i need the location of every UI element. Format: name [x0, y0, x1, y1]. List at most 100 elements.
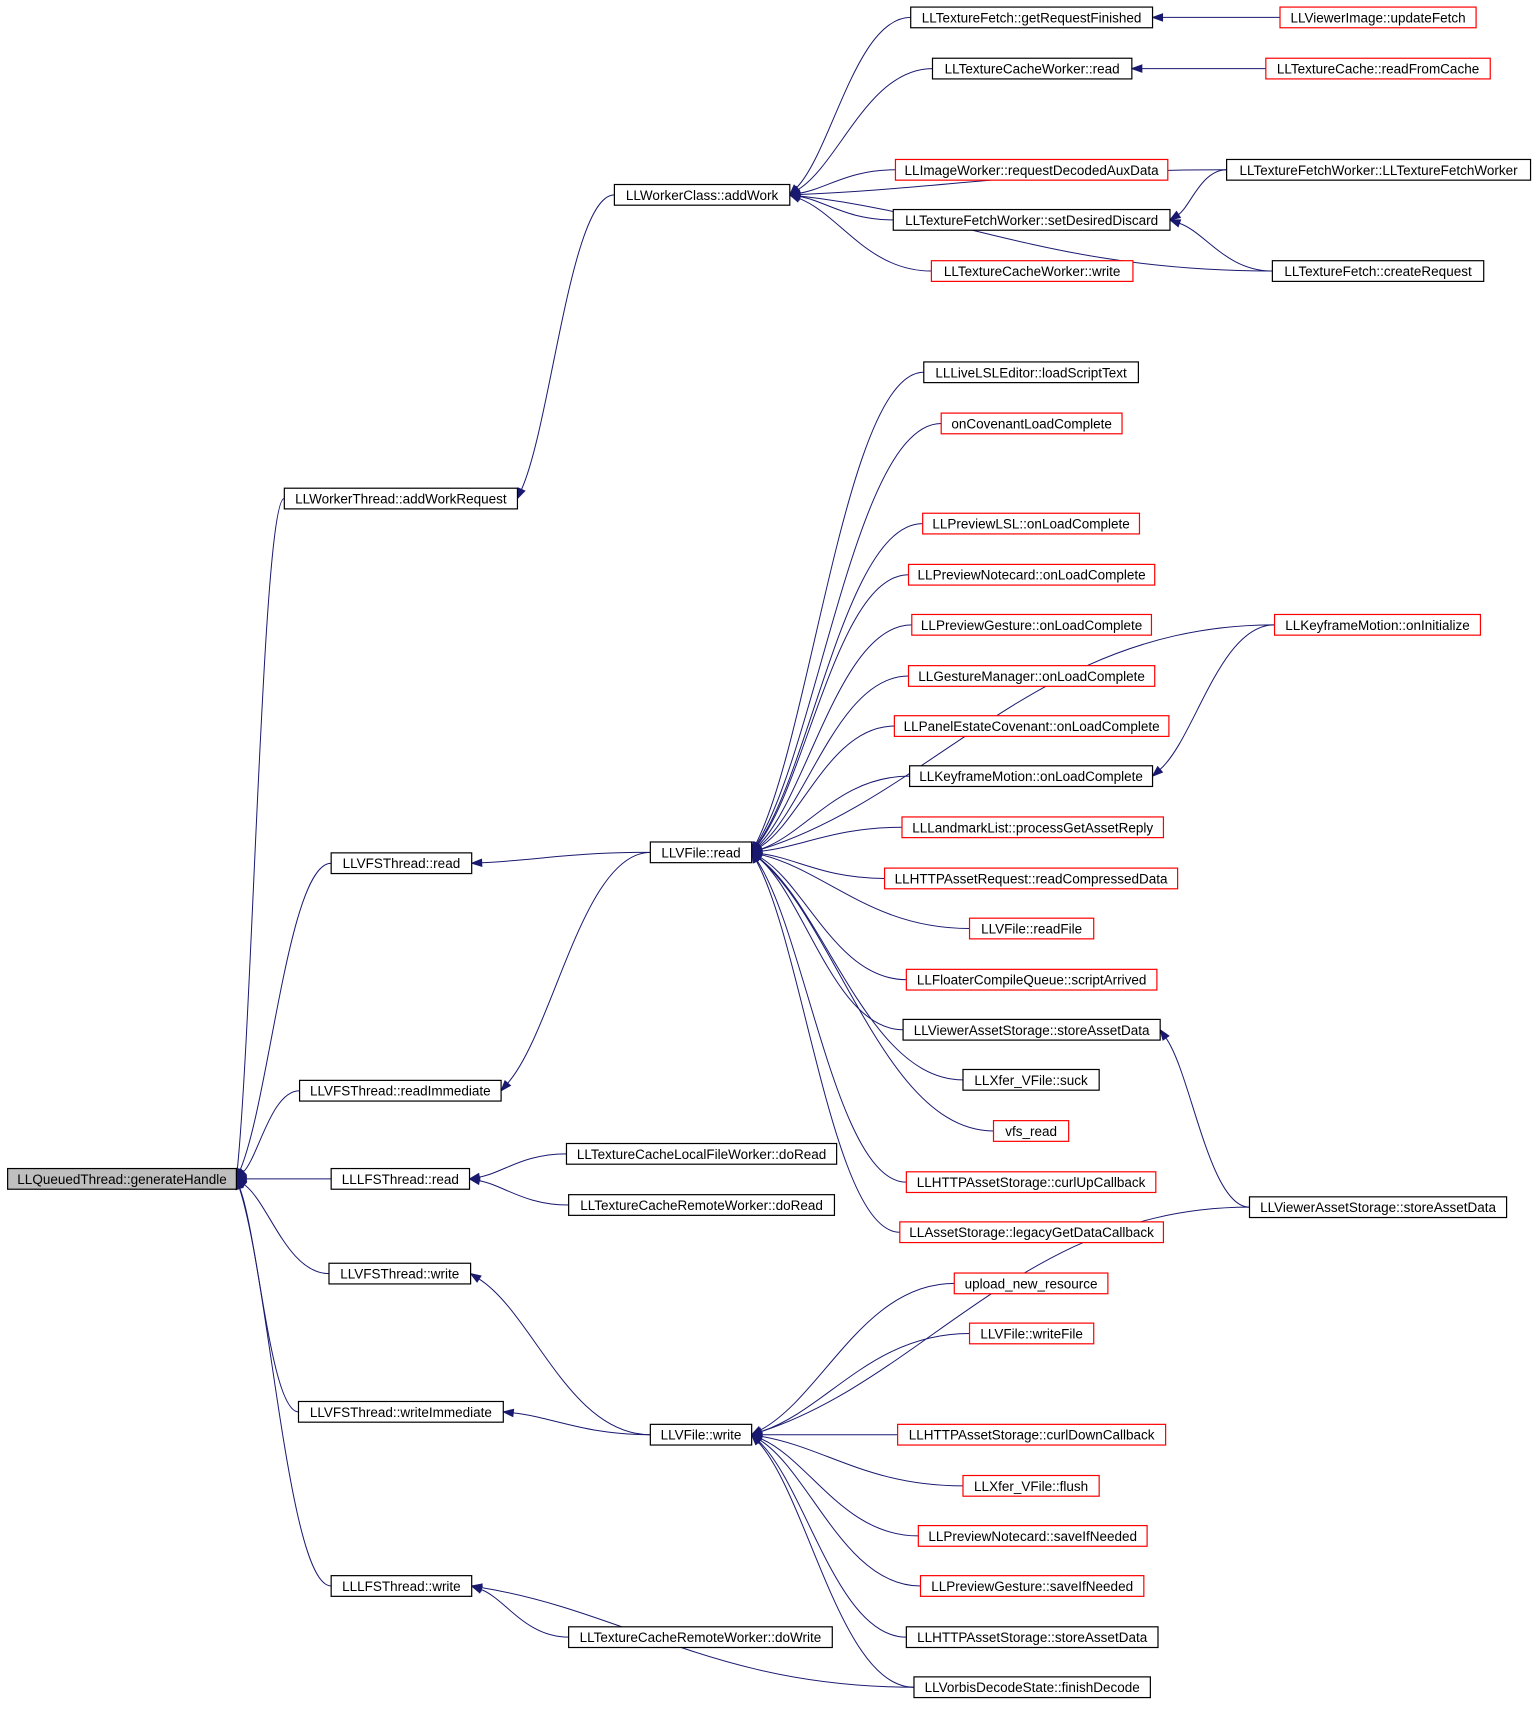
node-prevnote-saveifneeded[interactable]: LLPreviewNotecard::saveIfNeeded [917, 1524, 1148, 1547]
node-upload-new-resource[interactable]: upload_new_resource [953, 1272, 1109, 1295]
edge-tcrw-dowrite-to-lfsthread-write [470, 1585, 569, 1638]
node-box [905, 1626, 1159, 1649]
node-label: vfs_read [1005, 1124, 1057, 1139]
node-tcw-read[interactable]: LLTextureCacheWorker::read [931, 57, 1133, 80]
node-wc-addwork[interactable]: LLWorkerClass::addWork [613, 183, 791, 206]
node-prevnote-onloadcomplete[interactable]: LLPreviewNotecard::onLoadComplete [907, 563, 1156, 586]
node-tfw-setdesireddiscard[interactable]: LLTextureFetchWorker::setDesiredDiscard [892, 208, 1171, 231]
node-label: LLTextureFetchWorker::LLTextureFetchWork… [1240, 163, 1519, 178]
node-vfile-write[interactable]: LLVFile::write [649, 1423, 753, 1446]
node-vfsthread-writeimmediate[interactable]: LLVFSThread::writeImmediate [297, 1400, 504, 1423]
node-vfsthread-write[interactable]: LLVFSThread::write [328, 1262, 472, 1285]
edge-arrowhead [1130, 64, 1143, 73]
node-box [931, 57, 1133, 80]
edge-arrowhead [470, 1583, 483, 1592]
edge-vfile-write-to-vfsthread-write [469, 1272, 651, 1436]
edge-line [244, 1184, 329, 1275]
edge-vas-storeassetdata-1-to-vfile-read [750, 851, 904, 1031]
edge-tfw-ctor-to-tfw-setdesireddiscard [1168, 169, 1227, 221]
edge-arrowhead [788, 191, 801, 201]
node-tc-readfromcache[interactable]: LLTextureCache::readFromCache [1265, 57, 1491, 80]
node-vorbis-finishdecode[interactable]: LLVorbisDecodeState::finishDecode [913, 1676, 1151, 1699]
node-vas-storeassetdata-2[interactable]: LLViewerAssetStorage::storeAssetData [1248, 1196, 1508, 1219]
edge-line [797, 68, 933, 190]
node-httpstor-curlupcallback[interactable]: LLHTTPAssetStorage::curlUpCallback [905, 1171, 1157, 1194]
node-prevlsl-onloadcomplete[interactable]: LLPreviewLSL::onLoadComplete [922, 512, 1141, 535]
node-livelsl-loadscripttext[interactable]: LLLiveLSLEditor::loadScriptText [923, 361, 1139, 384]
node-label: LLPreviewNotecard::saveIfNeeded [928, 1529, 1137, 1544]
node-httpstor-curldowncallback[interactable]: LLHTTPAssetStorage::curlDownCallback [897, 1423, 1167, 1446]
edge-line [481, 851, 651, 864]
node-label: LLVFSThread::readImmediate [310, 1084, 491, 1099]
node-kfm-onloadcomplete[interactable]: LLKeyframeMotion::onLoadComplete [909, 765, 1154, 788]
node-tf-createrequest[interactable]: LLTextureFetch::createRequest [1271, 260, 1485, 282]
node-httpstor-storeassetdata[interactable]: LLHTTPAssetStorage::storeAssetData [905, 1626, 1159, 1649]
node-box [899, 1221, 1165, 1244]
node-label: LLLFSThread::write [342, 1579, 461, 1594]
node-tf-getrequestfinished[interactable]: LLTextureFetch::getRequestFinished [910, 6, 1154, 29]
node-vi-updatefetch[interactable]: LLViewerImage::updateFetch [1279, 6, 1477, 29]
edge-line [513, 1412, 651, 1436]
edge-line [756, 860, 900, 1233]
node-kfm-oninitialize[interactable]: LLKeyframeMotion::onInitialize [1273, 613, 1482, 636]
node-lfsthread-write[interactable]: LLLFSThread::write [330, 1575, 473, 1597]
node-vfsthread-readimmediate[interactable]: LLVFSThread::readImmediate [298, 1079, 502, 1102]
node-tcw-write[interactable]: LLTextureCacheWorker::write [930, 260, 1134, 282]
node-vfile-writefile[interactable]: LLVFile::writeFile [968, 1322, 1095, 1345]
edge-panelcov-onloadcomplete-to-vfile-read [750, 725, 895, 854]
node-box [923, 361, 1139, 384]
node-label: LLWorkerThread::addWorkRequest [295, 492, 507, 507]
node-vfile-readfile[interactable]: LLVFile::readFile [968, 917, 1095, 940]
node-panelcov-onloadcomplete[interactable]: LLPanelEstateCovenant::onLoadComplete [893, 715, 1170, 737]
node-oncovenantloadcomplete[interactable]: onCovenantLoadComplete [940, 412, 1123, 435]
edge-line [239, 862, 332, 1170]
node-label: LLVFile::write [661, 1428, 742, 1443]
node-box [905, 968, 1158, 991]
node-vfile-read[interactable]: LLVFile::read [649, 841, 753, 864]
node-box [897, 1423, 1167, 1446]
edge-arrowhead [1168, 219, 1182, 228]
edge-iw-requestdecodedauxdata-to-wc-addwork [788, 169, 896, 198]
node-prevgest-saveifneeded[interactable]: LLPreviewGesture::saveIfNeeded [919, 1575, 1145, 1597]
node-tcrw-doread[interactable]: LLTextureCacheRemoteWorker::doRead [568, 1194, 836, 1216]
node-xfer-flush[interactable]: LLXfer_VFile::flush [962, 1474, 1100, 1497]
node-box [913, 1676, 1151, 1699]
node-prevgest-onloadcomplete[interactable]: LLPreviewGesture::onLoadComplete [911, 613, 1153, 636]
node-tfw-ctor[interactable]: LLTextureFetchWorker::LLTextureFetchWork… [1226, 158, 1532, 181]
node-box [330, 1167, 471, 1190]
node-vfs-read[interactable]: vfs_read [992, 1120, 1070, 1142]
node-box [968, 1322, 1095, 1345]
node-label: LLHTTPAssetRequest::readCompressedData [895, 871, 1168, 886]
node-lmlist-processgetassetreply[interactable]: LLLandmarkList::processGetAssetReply [901, 816, 1165, 839]
node-box [297, 1400, 504, 1423]
edge-line [799, 195, 1273, 272]
node-tcrw-dowrite[interactable]: LLTextureCacheRemoteWorker::doWrite [568, 1626, 833, 1649]
node-xfer-suck[interactable]: LLXfer_VFile::suck [962, 1068, 1100, 1091]
edge-line [755, 371, 924, 844]
node-lfsthread-read[interactable]: LLLFSThread::read [330, 1167, 471, 1190]
node-vas-storeassetdata-1[interactable]: LLViewerAssetStorage::storeAssetData [902, 1018, 1161, 1041]
node-as-legacygetdatacallback[interactable]: LLAssetStorage::legacyGetDataCallback [899, 1221, 1165, 1244]
edge-line [761, 1206, 1250, 1433]
node-label: LLViewerAssetStorage::storeAssetData [914, 1023, 1150, 1038]
node-box [962, 1068, 1100, 1091]
node-box [883, 867, 1179, 890]
node-gestmgr-onloadcomplete[interactable]: LLGestureManager::onLoadComplete [907, 665, 1156, 687]
edge-vas-storeassetdata-2-to-vas-storeassetdata-1 [1159, 1028, 1250, 1208]
edge-vfile-read-to-vfsthread-readimmediate [500, 851, 651, 1092]
edge-line [1178, 169, 1227, 215]
node-wt-addworkrequest[interactable]: LLWorkerThread::addWorkRequest [283, 487, 519, 510]
node-box [1273, 613, 1482, 636]
node-box [905, 1171, 1157, 1194]
node-vfsthread-read[interactable]: LLVFSThread::read [330, 852, 473, 875]
edge-vi-updatefetch-to-tf-getrequestfinished [1151, 13, 1280, 22]
node-box [328, 1262, 472, 1285]
node-root[interactable]: LLQueuedThread::generateHandle [7, 1167, 237, 1190]
node-tclfw-doread[interactable]: LLTextureCacheLocalFileWorker::doRead [565, 1142, 838, 1165]
node-iw-requestdecodedauxdata[interactable]: LLImageWorker::requestDecodedAuxData [894, 158, 1169, 181]
node-box [565, 1142, 838, 1165]
node-fcq-scriptarrived[interactable]: LLFloaterCompileQueue::scriptArrived [905, 968, 1158, 991]
node-httpreq-readcompresseddata[interactable]: LLHTTPAssetRequest::readCompressedData [883, 867, 1179, 890]
edge-wt-addworkrequest-to-root [233, 498, 285, 1181]
edge-httpstor-curlupcallback-to-vfile-read [750, 851, 907, 1183]
